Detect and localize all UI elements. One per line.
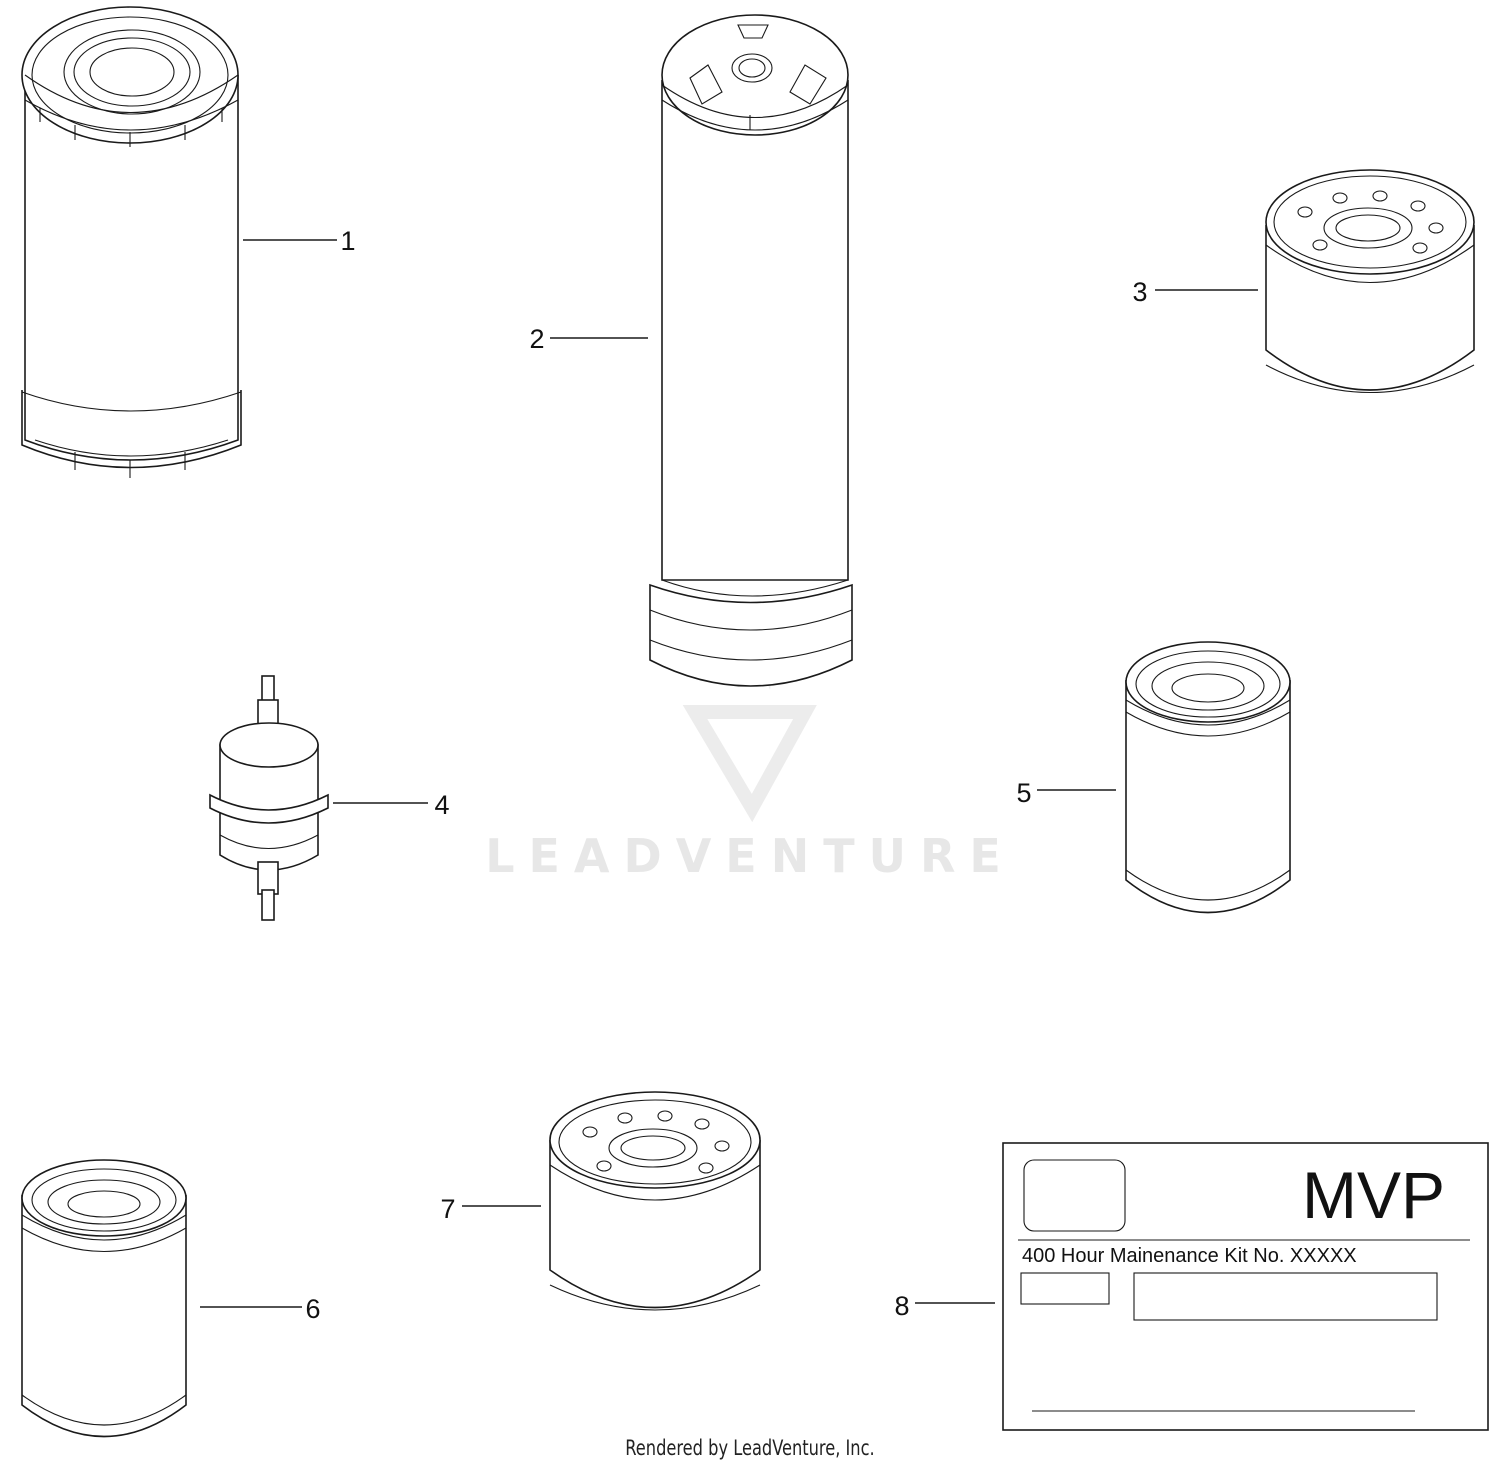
part-6-spin-on-filter (21, 1159, 187, 1438)
callouts: 1 2 3 4 5 6 7 8 (305, 226, 1147, 1324)
card-brand-text: MVP (1302, 1158, 1445, 1232)
callout-6: 6 (305, 1294, 320, 1324)
part-4-inline-fuel-filter (209, 675, 329, 921)
part-1-air-filter (21, 6, 242, 478)
part-3-canister (1265, 169, 1475, 394)
footer-credit: Rendered by LeadVenture, Inc. (625, 1436, 875, 1460)
callout-7: 7 (440, 1194, 455, 1224)
callout-3: 3 (1132, 277, 1147, 307)
part-5-spin-on-filter (1125, 641, 1291, 914)
part-2-cylinder-filter (649, 14, 853, 687)
leader-lines (200, 239, 1258, 1308)
watermark-text: LEADVENTURE (485, 829, 1015, 883)
callout-1: 1 (340, 226, 355, 256)
part-8-decal-card: MVP 400 Hour Mainenance Kit No. XXXXX (1002, 1142, 1489, 1431)
callout-4: 4 (434, 790, 449, 820)
watermark-logo: LEADVENTURE (485, 605, 1015, 883)
callout-8: 8 (894, 1291, 909, 1321)
callout-5: 5 (1016, 778, 1031, 808)
part-7-canister (549, 1091, 761, 1311)
callout-2: 2 (529, 324, 544, 354)
card-kit-label: 400 Hour Mainenance Kit No. XXXXX (1022, 1245, 1357, 1267)
